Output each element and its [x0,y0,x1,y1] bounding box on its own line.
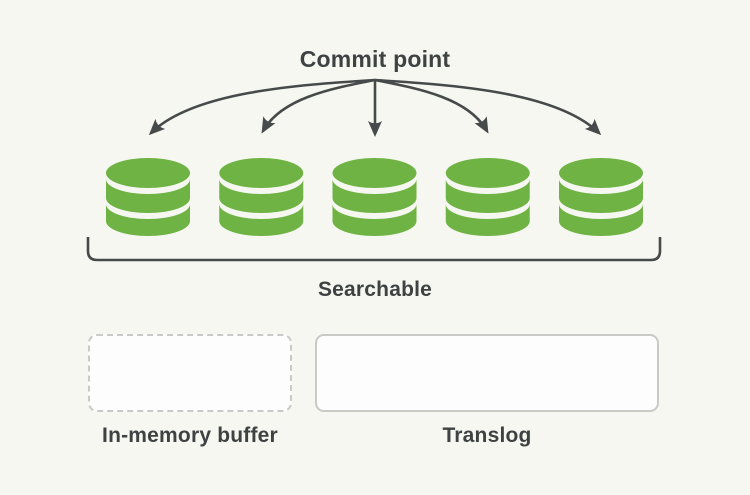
searchable-bracket [86,237,662,262]
commit-arrow [374,78,602,136]
commit-arrow [148,78,376,136]
in-memory-buffer-box [88,334,292,412]
database-cylinder-icon [219,158,304,236]
translog-label: Translog [442,424,532,447]
database-cylinder-icon [445,158,530,236]
searchable-label: Searchable [317,278,433,301]
in-memory-buffer-label: In-memory buffer [102,424,278,447]
commit-arrow [374,78,489,134]
commit-arrows [148,78,602,137]
segments-group [106,158,643,236]
database-cylinder-icon [559,158,643,236]
commit-point-label: Commit point [299,46,451,72]
database-cylinder-icon [332,158,417,236]
commit-arrow [261,78,376,134]
translog-box [315,334,659,412]
database-cylinder-icon [106,158,190,236]
